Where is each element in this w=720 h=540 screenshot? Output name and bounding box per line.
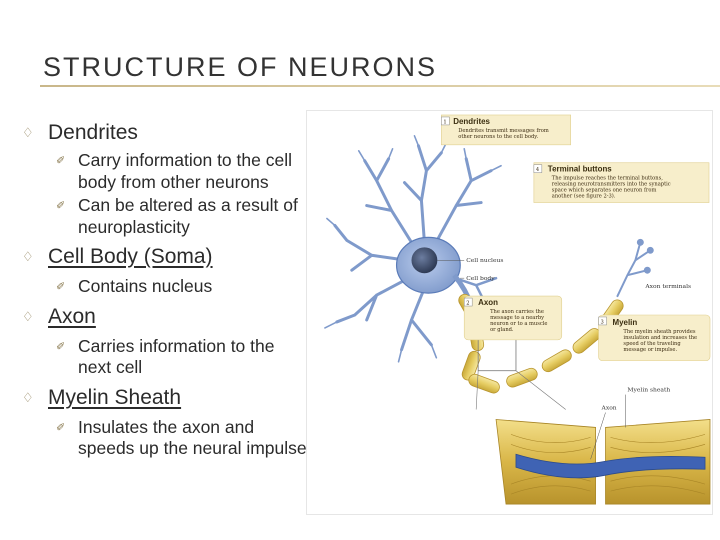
axon-terminals (616, 238, 654, 298)
caption-text: message or impulse. (623, 347, 677, 353)
caption-title: Axon (478, 298, 498, 307)
caption-text: The impulse reaches the terminal buttons… (552, 176, 663, 182)
pen-bullet-icon: ✐ (56, 281, 66, 293)
sub-item-text: Contains nucleus (78, 276, 213, 296)
item-label: Dendrites (48, 121, 138, 144)
neuron-illustration: 1 Dendrites Dendrites transmit messages … (324, 114, 711, 505)
cell-nucleus (411, 247, 438, 274)
diamond-bullet-icon: ♢ (22, 125, 34, 140)
caption-text: releasing neurotransmitters into the syn… (552, 182, 671, 188)
caption-num: 4 (536, 167, 540, 173)
myelin-closeup (495, 419, 711, 505)
item-label: Axon (48, 304, 96, 328)
title-divider (40, 85, 720, 87)
caption-text: insulation and increases the (623, 335, 697, 341)
pen-bullet-icon: ✐ (56, 421, 66, 434)
sub-item-text: Carries information to the next cell (78, 335, 275, 378)
pen-bullet-icon: ✐ (56, 340, 66, 353)
caption-text: Dendrites transmit messages from (458, 128, 549, 134)
caption-terminal-buttons: 4 Terminal buttons The impulse reaches t… (533, 162, 710, 203)
bullet-list: ♢ Dendrites ✐ Carry information to the c… (22, 118, 312, 464)
list-item-cell-body: ♢ Cell Body (Soma) ✐ Contains nucleus (22, 242, 312, 298)
caption-num: 3 (601, 319, 604, 325)
pen-bullet-icon: ✐ (56, 200, 66, 212)
caption-num: 2 (466, 301, 469, 307)
caption-text: other neurons to the cell body. (458, 134, 538, 140)
caption-text: space which separates one neuron from (552, 188, 657, 194)
caption-title: Myelin (612, 318, 637, 327)
list-item-myelin-sheath: ♢ Myelin Sheath ✐ Insulates the axon and… (22, 383, 312, 460)
list-item-dendrites: ♢ Dendrites ✐ Carry information to the c… (22, 118, 312, 238)
label-axon: Axon (601, 405, 617, 412)
pen-bullet-icon: ✐ (56, 155, 66, 167)
caption-text: message to a nearby (490, 315, 544, 321)
list-item-axon: ♢ Axon ✐ Carries information to the next… (22, 302, 312, 379)
label-axon-terminals: Axon terminals (644, 283, 691, 290)
sub-item: ✐ Carry information to the cell body fro… (56, 150, 312, 193)
caption-axon: 2 Axon The axon carries the message to a… (463, 295, 563, 341)
sub-item-text: Insulates the axon and speeds up the neu… (78, 416, 307, 459)
diamond-bullet-icon: ♢ (22, 389, 34, 405)
sub-item-text: Carry information to the cell body from … (78, 150, 292, 192)
caption-text: or gland. (490, 327, 514, 333)
diamond-bullet-icon: ♢ (22, 249, 34, 264)
item-label: Cell Body (Soma) (48, 245, 213, 268)
caption-text: speed of the traveling (623, 341, 681, 347)
sub-item: ✐ Can be altered as a result of neuropla… (56, 195, 312, 238)
caption-text: neuron or to a muscle (490, 321, 547, 327)
slide-title: STRUCTURE OF NEURONS (43, 52, 438, 82)
sub-item: ✐ Contains nucleus (56, 276, 312, 298)
item-label: Myelin Sheath (48, 385, 182, 409)
caption-myelin: 3 Myelin The myelin sheath provides insu… (598, 314, 711, 362)
caption-text: The myelin sheath provides (623, 329, 695, 335)
label-myelin-sheath: Myelin sheath (627, 387, 670, 394)
caption-num: 1 (443, 119, 446, 125)
diamond-bullet-icon: ♢ (22, 308, 34, 324)
neuron-diagram: 1 Dendrites Dendrites transmit messages … (306, 110, 713, 515)
label-cell-nucleus: Cell nucleus (466, 257, 503, 264)
sub-item-text: Can be altered as a result of neuroplast… (78, 195, 298, 237)
sub-item: ✐ Insulates the axon and speeds up the n… (56, 417, 312, 460)
caption-title: Dendrites (453, 117, 490, 126)
caption-title: Terminal buttons (548, 165, 612, 174)
caption-text: The axon carries the (490, 309, 544, 315)
sub-item: ✐ Carries information to the next cell (56, 336, 312, 379)
caption-text: another (see figure 2-3). (552, 193, 616, 200)
zoom-box (477, 334, 517, 372)
caption-dendrites: 1 Dendrites Dendrites transmit messages … (441, 114, 571, 146)
label-cell-body: Cell body (466, 275, 495, 282)
